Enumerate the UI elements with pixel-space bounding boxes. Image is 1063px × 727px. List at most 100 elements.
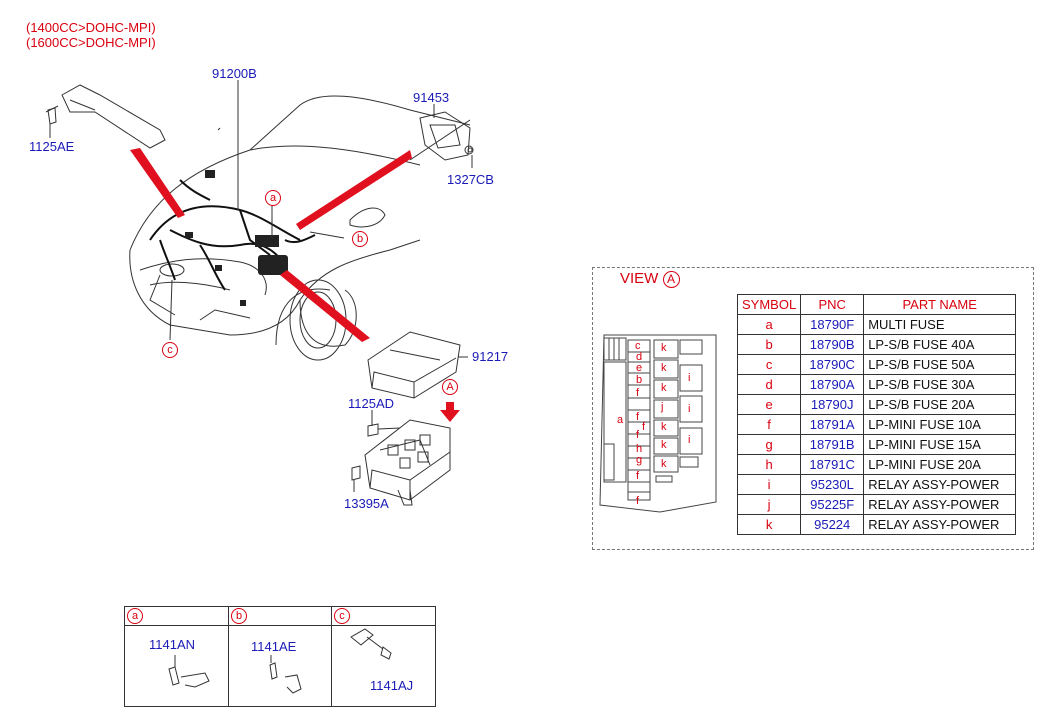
cell-label-c: c [635,340,641,352]
row-pnc: 95225F [800,494,865,515]
row-part-name: RELAY ASSY-POWER [863,514,1017,535]
detail-part-a: 1141AN [149,637,196,652]
col-part-name: PART NAME [863,294,1017,315]
row-part-name: LP-MINI FUSE 10A [863,414,1017,435]
callout-c: c [162,342,178,358]
top-bracket-part [45,84,166,149]
cell-label-f3: f [642,421,646,433]
row-pnc: 95224 [800,514,865,535]
parts-table-header: SYMBOL PNC PART NAME [736,294,1017,315]
row-symbol: a [736,314,802,335]
detail-divider-1 [228,607,229,706]
view-arrow-icon [440,402,460,422]
cell-label-h: h [636,443,643,455]
detail-part-b: 1141AE [251,639,297,654]
detail-tag-a: a [127,608,143,624]
view-title-marker: A [662,271,680,288]
row-part-name: LP-S/B FUSE 40A [863,334,1017,355]
detail-panel: a b c 1141AN 1141AE 1141AJ [124,606,436,707]
row-symbol: j [736,494,802,515]
cell-label-i2: i [688,403,691,415]
row-part-name: RELAY ASSY-POWER [863,474,1017,495]
detail-clip-drawings [168,628,392,694]
row-pnc: 18790A [800,374,865,395]
fuse-box-bolts [351,147,473,481]
cell-label-e: e [636,362,643,374]
cell-label-f6: f [636,495,640,507]
view-a-title: VIEW A [620,270,680,288]
spec-line-1: (1400CC>DOHC-MPI) [26,20,156,35]
row-symbol: d [736,374,802,395]
harness-connectors [185,170,288,306]
detail-tag-b: b [231,608,247,624]
row-pnc: 18791A [800,414,865,435]
row-part-name: LP-S/B FUSE 50A [863,354,1017,375]
row-part-name: LP-S/B FUSE 20A [863,394,1017,415]
row-symbol: e [736,394,802,415]
row-part-name: LP-MINI FUSE 20A [863,454,1017,475]
cell-label-i3: i [688,434,691,446]
cell-label-k2: k [661,362,667,374]
row-symbol: b [736,334,802,355]
cell-label-f2: f [636,411,640,423]
row-pnc: 18790F [800,314,865,335]
cell-label-b: b [636,374,643,386]
leader-wedges [130,148,412,342]
detail-part-c: 1141AJ [370,678,414,693]
label-clip-bracket: 1327CB [447,172,494,187]
row-part-name: LP-S/B FUSE 30A [863,374,1017,395]
cell-label-i1: i [688,372,691,384]
row-part-name: MULTI FUSE [863,314,1017,335]
row-symbol: g [736,434,802,455]
cell-label-k3: k [661,382,667,394]
col-pnc: PNC [800,294,865,315]
cell-label-g: g [636,454,643,466]
row-pnc: 18790B [800,334,865,355]
row-symbol: f [736,414,802,435]
label-fuse-box: 91217 [472,349,509,364]
bracket-91453 [419,111,474,161]
cell-label-f1: f [636,387,640,399]
cell-label-j: j [661,401,664,413]
col-symbol: SYMBOL [736,294,802,315]
row-symbol: h [736,454,802,475]
label-bolt-fuse-box: 1125AD [348,396,395,411]
cell-label-k4: k [661,421,667,433]
row-pnc: 18791B [800,434,865,455]
row-pnc: 95230L [800,474,865,495]
label-nut-fuse-box: 13395A [344,496,389,511]
row-symbol: i [736,474,802,495]
spec-line-2: (1600CC>DOHC-MPI) [26,35,156,50]
view-a-panel [592,267,1034,550]
cell-label-k1: k [661,342,667,354]
label-harness: 91200B [212,66,257,81]
row-symbol: k [736,514,802,535]
cell-label-a: a [617,414,624,426]
fuse-box-cover [367,331,461,399]
fuse-box-body [364,419,451,506]
row-pnc: 18790C [800,354,865,375]
view-title-text: VIEW [620,270,659,287]
row-pnc: 18790J [800,394,865,415]
cell-label-k5: k [661,439,667,451]
callout-b: b [352,231,368,247]
cell-label-f4: f [636,429,640,441]
row-part-name: RELAY ASSY-POWER [863,494,1017,515]
label-bracket: 91453 [413,90,450,105]
label-leader-lines [49,80,473,492]
cell-label-k6: k [661,458,667,470]
